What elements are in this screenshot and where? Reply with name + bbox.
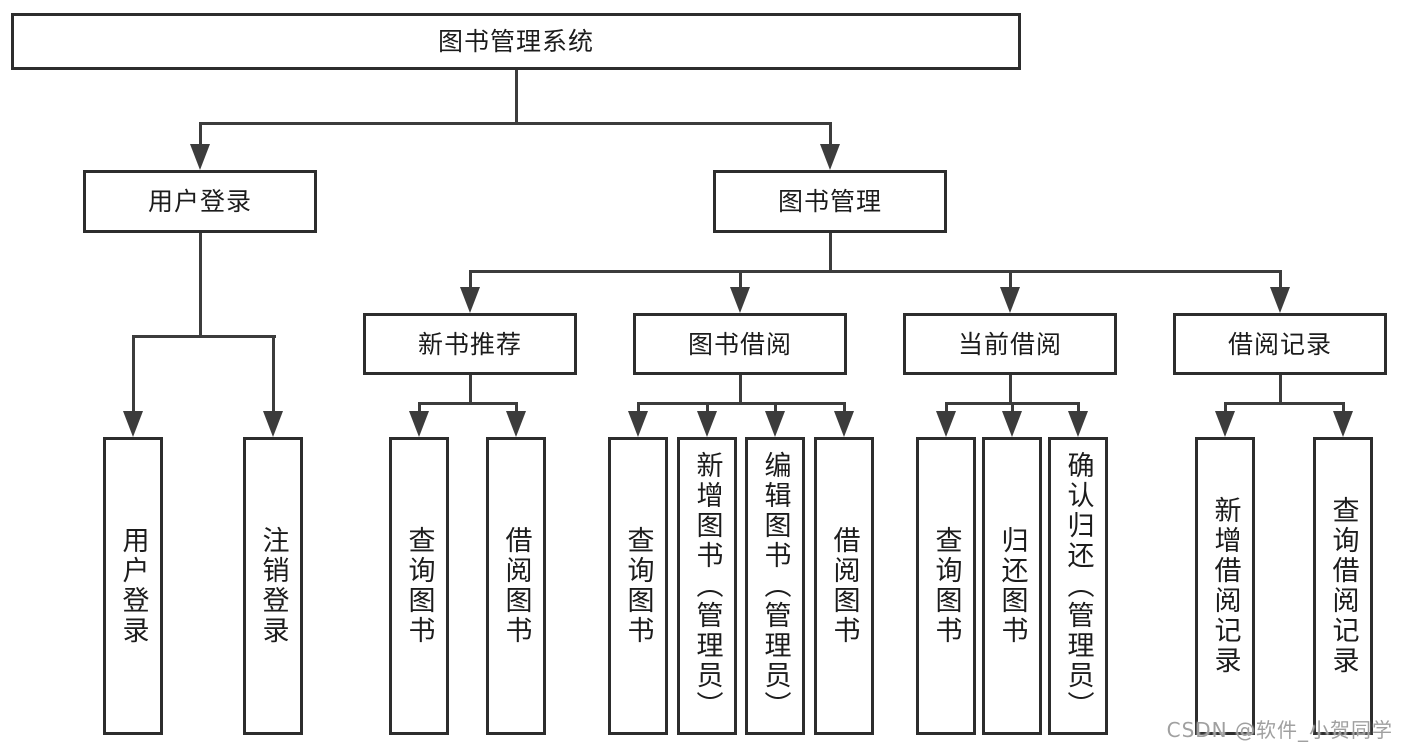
connector-drop-leaf <box>706 402 709 413</box>
node-library-management-system: 图书管理系统 <box>11 13 1021 70</box>
node-book-management-label: 图书管理 <box>777 187 882 216</box>
connector-userlogin-stem <box>199 233 202 338</box>
connector-drop-leaf <box>272 338 275 413</box>
node-library-management-system-label: 图书管理系统 <box>437 27 594 56</box>
node-leaf-add-books-admin: 新增图书（管理员） <box>677 437 737 735</box>
node-leaf-logout-label: 注销登录 <box>257 526 289 646</box>
connector-drop-leaf <box>774 402 777 413</box>
node-leaf-borrow-books: 借阅图书 <box>814 437 874 735</box>
connector-drop-leaf <box>637 402 640 413</box>
connector-drop-leaf <box>418 402 421 413</box>
node-leaf-add-borrow-record-label: 新增借阅记录 <box>1209 496 1241 676</box>
connector-drop-leaf <box>843 402 846 413</box>
node-leaf-query-borrow-record-label: 查询借阅记录 <box>1327 496 1359 676</box>
arrowhead-icon <box>190 144 210 170</box>
node-borrowing-records-label: 借阅记录 <box>1227 329 1332 359</box>
node-book-borrowing: 图书借阅 <box>633 313 847 375</box>
node-leaf-edit-books-admin-label: 编辑图书（管理员） <box>759 451 791 721</box>
arrowhead-icon <box>936 411 956 437</box>
node-current-borrowing: 当前借阅 <box>903 313 1117 375</box>
connector-drop-leaf <box>132 338 135 413</box>
connector-drop-level3 <box>1009 273 1012 289</box>
node-leaf-borrow-books-recommend-label: 借阅图书 <box>500 526 532 646</box>
node-user-login-group: 用户登录 <box>83 170 317 233</box>
arrowhead-icon <box>1002 411 1022 437</box>
node-current-borrowing-label: 当前借阅 <box>957 329 1062 359</box>
connector-drop-leaf <box>1342 402 1345 413</box>
node-leaf-return-books-label: 归还图书 <box>996 526 1028 646</box>
connector-stem <box>1279 375 1282 405</box>
node-leaf-edit-books-admin: 编辑图书（管理员） <box>745 437 805 735</box>
node-leaf-return-books: 归还图书 <box>982 437 1042 735</box>
connector-bookmgmt-rail <box>469 270 1282 273</box>
node-leaf-query-books-borrowing-label: 查询图书 <box>622 526 654 646</box>
node-leaf-user-login: 用户登录 <box>103 437 163 735</box>
node-leaf-logout: 注销登录 <box>243 437 303 735</box>
node-leaf-confirm-return-admin: 确认归还（管理员） <box>1048 437 1108 735</box>
arrowhead-icon <box>1270 287 1290 313</box>
arrowhead-icon <box>1068 411 1088 437</box>
connector-stem <box>739 375 742 405</box>
node-leaf-add-books-admin-label: 新增图书（管理员） <box>691 451 723 721</box>
arrowhead-icon <box>460 287 480 313</box>
connector-drop-leaf <box>1224 402 1227 413</box>
arrowhead-icon <box>765 411 785 437</box>
node-new-book-recommendation: 新书推荐 <box>363 313 577 375</box>
node-leaf-add-borrow-record: 新增借阅记录 <box>1195 437 1255 735</box>
node-leaf-borrow-books-recommend: 借阅图书 <box>486 437 546 735</box>
node-leaf-confirm-return-admin-label: 确认归还（管理员） <box>1062 451 1094 721</box>
node-leaf-query-books-current: 查询图书 <box>916 437 976 735</box>
arrowhead-icon <box>820 144 840 170</box>
connector-userlogin-rail <box>132 335 276 338</box>
connector-drop-leaf <box>1011 402 1014 413</box>
arrowhead-icon <box>263 411 283 437</box>
connector-drop-level3 <box>1279 273 1282 289</box>
arrowhead-icon <box>409 411 429 437</box>
connector-drop-leaf <box>1077 402 1080 413</box>
arrowhead-icon <box>730 287 750 313</box>
connector-stem <box>469 375 472 405</box>
node-user-login-group-label: 用户登录 <box>147 187 252 216</box>
arrowhead-icon <box>1215 411 1235 437</box>
node-leaf-borrow-books-label: 借阅图书 <box>828 526 860 646</box>
connector-bookmgmt-stem <box>829 233 832 273</box>
arrowhead-icon <box>1333 411 1353 437</box>
node-leaf-query-books-recommend-label: 查询图书 <box>403 526 435 646</box>
arrowhead-icon <box>697 411 717 437</box>
connector-root-stem <box>515 70 518 125</box>
node-leaf-query-books-recommend: 查询图书 <box>389 437 449 735</box>
arrowhead-icon <box>834 411 854 437</box>
connector-stem <box>1009 375 1012 405</box>
arrowhead-icon <box>628 411 648 437</box>
connector-drop-user-login <box>199 125 202 146</box>
node-leaf-query-books-current-label: 查询图书 <box>930 526 962 646</box>
node-book-borrowing-label: 图书借阅 <box>687 329 792 359</box>
connector-rail <box>637 402 846 405</box>
node-leaf-query-books-borrowing: 查询图书 <box>608 437 668 735</box>
node-leaf-query-borrow-record: 查询借阅记录 <box>1313 437 1373 735</box>
node-new-book-recommendation-label: 新书推荐 <box>417 329 522 359</box>
connector-drop-book-management <box>829 125 832 146</box>
node-book-management: 图书管理 <box>713 170 947 233</box>
arrowhead-icon <box>123 411 143 437</box>
node-leaf-user-login-label: 用户登录 <box>117 526 149 646</box>
arrowhead-icon <box>1000 287 1020 313</box>
connector-root-rail <box>199 122 832 125</box>
csdn-watermark: CSDN @软件_小贺同学 <box>1166 718 1393 742</box>
node-borrowing-records: 借阅记录 <box>1173 313 1387 375</box>
connector-drop-leaf <box>945 402 948 413</box>
connector-drop-level3 <box>739 273 742 289</box>
arrowhead-icon <box>506 411 526 437</box>
connector-drop-level3 <box>469 273 472 289</box>
connector-rail <box>1224 402 1345 405</box>
connector-rail <box>418 402 518 405</box>
connector-drop-leaf <box>515 402 518 413</box>
